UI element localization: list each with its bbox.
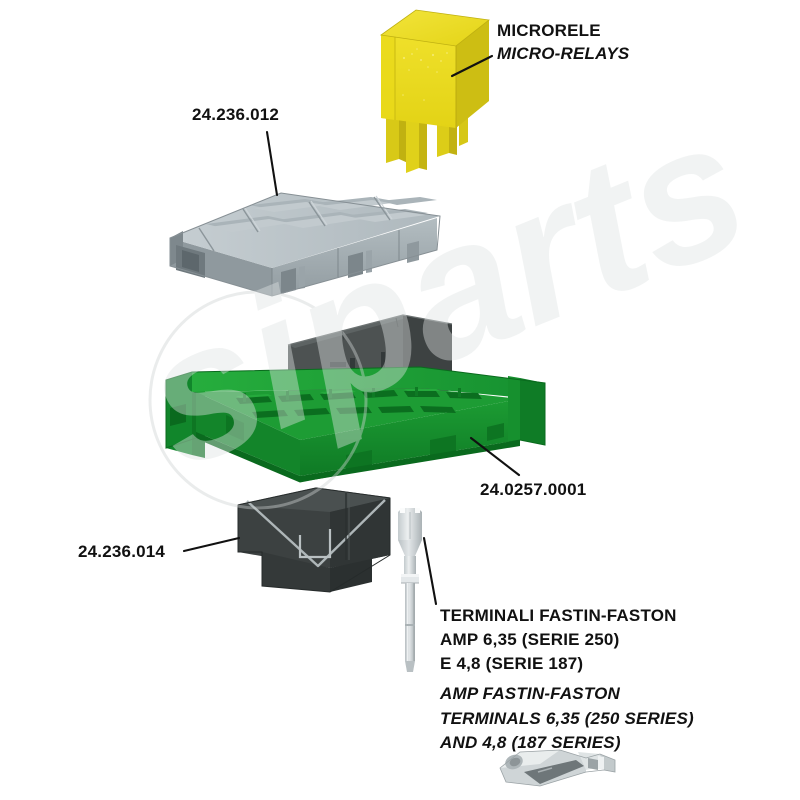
part-terminal-female	[499, 749, 616, 787]
housing-dividers	[243, 387, 461, 402]
cover-seams	[271, 230, 400, 296]
leader-base	[182, 536, 241, 553]
part-base-block	[237, 487, 391, 593]
terminal-it-line1: TERMINALI FASTIN-FASTON	[440, 606, 677, 625]
relay-surface-speckles	[402, 48, 448, 101]
part-terminal-male	[398, 508, 422, 672]
terminal-en-line1: AMP FASTIN-FASTON	[440, 684, 621, 704]
part-number-cover: 24.236.012	[192, 105, 280, 124]
terminal-en-line2: TERMINALS 6,35 (250 SERIES)	[440, 708, 694, 728]
terminal-it-line3: E 4,8 (SERIE 187)	[440, 654, 584, 674]
leader-cover	[265, 130, 279, 197]
terminal-en-line3: AND 4,8 (187 SERIES)	[440, 732, 621, 752]
relay-title-it: MICRORELE	[497, 21, 601, 40]
backplate-seams	[341, 317, 427, 341]
terminal-caption-block: TERMINALI FASTIN-FASTON AMP 6,35 (SERIE …	[440, 604, 694, 755]
part-cover	[169, 192, 441, 297]
cover-ribs	[198, 196, 391, 252]
terminal-it-line2: AMP 6,35 (SERIE 250)	[440, 630, 620, 650]
part-micro-relay	[379, 9, 490, 173]
leader-terminal	[422, 536, 438, 606]
part-number-base: 24.236.014	[78, 542, 166, 561]
leader-housing	[469, 436, 521, 477]
cover-top-recesses	[206, 197, 437, 232]
leader-relay	[450, 54, 494, 78]
part-number-housing: 24.0257.0001	[480, 480, 587, 499]
part-green-housing	[165, 366, 546, 483]
relay-title-en: MICRO-RELAYS	[497, 44, 630, 63]
